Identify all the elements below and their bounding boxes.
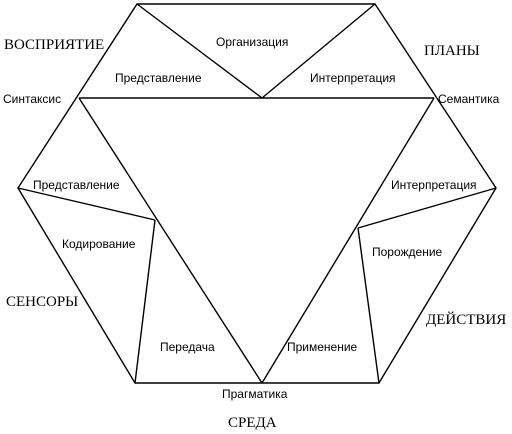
top-wedge-left [136,3,263,99]
region-perception-label: ВОСПРИЯТИЕ [4,37,104,53]
triangle-edge-left [78,97,263,384]
process-representation-top-label: Представление [115,71,202,85]
vertex-syntax-label: Синтаксис [3,92,61,106]
outer-hexagon [17,3,497,384]
left-wedge-top [17,187,156,221]
process-interpretation-top-label: Интерпретация [310,71,396,85]
left-wedge-bottom [134,219,156,384]
top-wedge-right [261,3,376,99]
region-environment-label: СРЕДА [228,415,277,431]
process-transmission-label: Передача [160,340,215,354]
process-application-label: Применение [287,340,358,354]
triangle-edge-right [261,97,435,384]
region-sensors-label: СЕНСОРЫ [6,294,78,310]
vertex-pragmatics-label: Прагматика [222,387,288,401]
process-organization-label: Организация [216,35,288,49]
process-generation-label: Порождение [372,245,443,259]
region-actions-label: ДЕЙСТВИЯ [426,311,506,328]
region-plans-label: ПЛАНЫ [424,43,480,59]
right-wedge-top [357,187,497,229]
right-wedge-bottom [357,227,380,384]
process-representation-left-label: Представление [33,178,120,192]
process-coding-label: Кодирование [62,237,136,251]
vertex-semantics-label: Семантика [438,92,500,106]
process-interpretation-right-label: Интерпретация [391,178,477,192]
